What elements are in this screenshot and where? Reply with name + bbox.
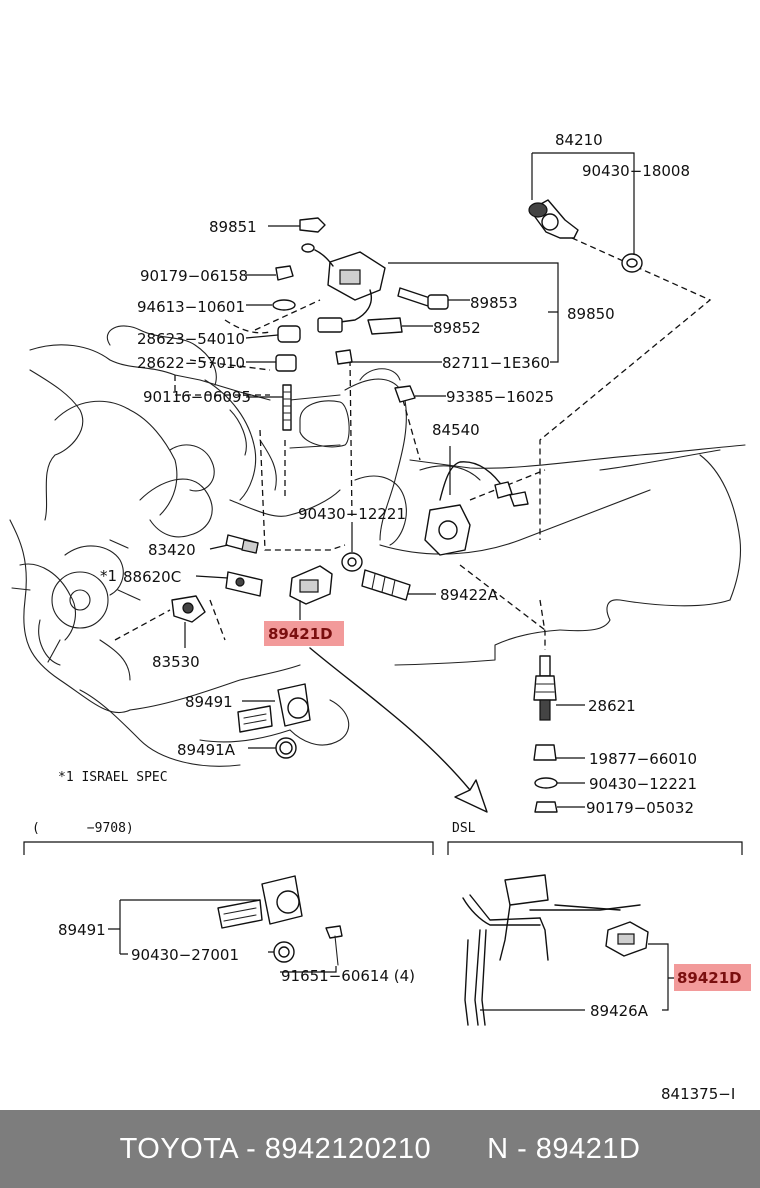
range-label-left: ( −9708) [32,821,134,836]
label-89421D-dsl[interactable]: 89421D [677,969,742,987]
label-89426A[interactable]: 89426A [590,1002,649,1020]
label-89491A[interactable]: 89491A [177,741,236,759]
label-89851[interactable]: 89851 [209,218,257,236]
label-91651-60614[interactable]: 91651−60614 (4) [281,967,415,985]
label-89852[interactable]: 89852 [433,319,481,337]
footer-reference: N - 89421D [487,1132,641,1165]
label-83420[interactable]: 83420 [148,541,196,559]
label-90179-06158[interactable]: 90179−06158 [140,267,248,285]
label-90430-12221-upper[interactable]: 90430−12221 [298,505,406,523]
diagram-number: 841375−I [661,1085,735,1103]
label-89850[interactable]: 89850 [567,305,615,323]
parts-art [23,152,743,1026]
label-82711-1E360[interactable]: 82711−1E360 [442,354,550,372]
label-93385-16025[interactable]: 93385−16025 [446,388,554,406]
label-89853[interactable]: 89853 [470,294,518,312]
footer-brand-part: TOYOTA - 8942120210 [119,1132,432,1165]
footer-bar: TOYOTA - 8942120210 N - 89421D [0,1110,760,1188]
highlight-dsl [674,964,751,991]
range-label-dsl: DSL [452,821,476,836]
part-labels: 84210 90430−18008 89851 90179−06158 9461… [32,131,742,1103]
label-83530[interactable]: 83530 [152,653,200,671]
label-90430-12221-lower[interactable]: 90430−12221 [589,775,697,793]
label-90179-05032[interactable]: 90179−05032 [586,799,694,817]
engine-outline [9,325,746,767]
dashed-connectors [114,237,712,650]
label-28623-54010[interactable]: 28623−54010 [137,330,245,348]
label-90430-18008[interactable]: 90430−18008 [582,162,690,180]
label-84540[interactable]: 84540 [432,421,480,439]
label-90116-06095[interactable]: 90116−06095 [143,388,251,406]
label-89422A[interactable]: 89422A [440,586,499,604]
note-israel-spec: *1 ISRAEL SPEC [58,770,168,785]
label-19877-66010[interactable]: 19877−66010 [589,750,697,768]
label-94613-10601[interactable]: 94613−10601 [137,298,245,316]
parts-diagram: 84210 90430−18008 89851 90179−06158 9461… [9,131,751,1103]
label-84210[interactable]: 84210 [555,131,603,149]
label-28621[interactable]: 28621 [588,697,636,715]
highlight-main [264,621,344,646]
label-89491-upper[interactable]: 89491 [185,693,233,711]
label-28622-57010[interactable]: 28622−57010 [137,354,245,372]
label-89421D-main[interactable]: 89421D [268,625,333,643]
label-90430-27001[interactable]: 90430−27001 [131,946,239,964]
label-89491-lower[interactable]: 89491 [58,921,106,939]
label-star-mark: *1 [100,567,117,585]
label-88620C[interactable]: 88620C [123,568,181,586]
